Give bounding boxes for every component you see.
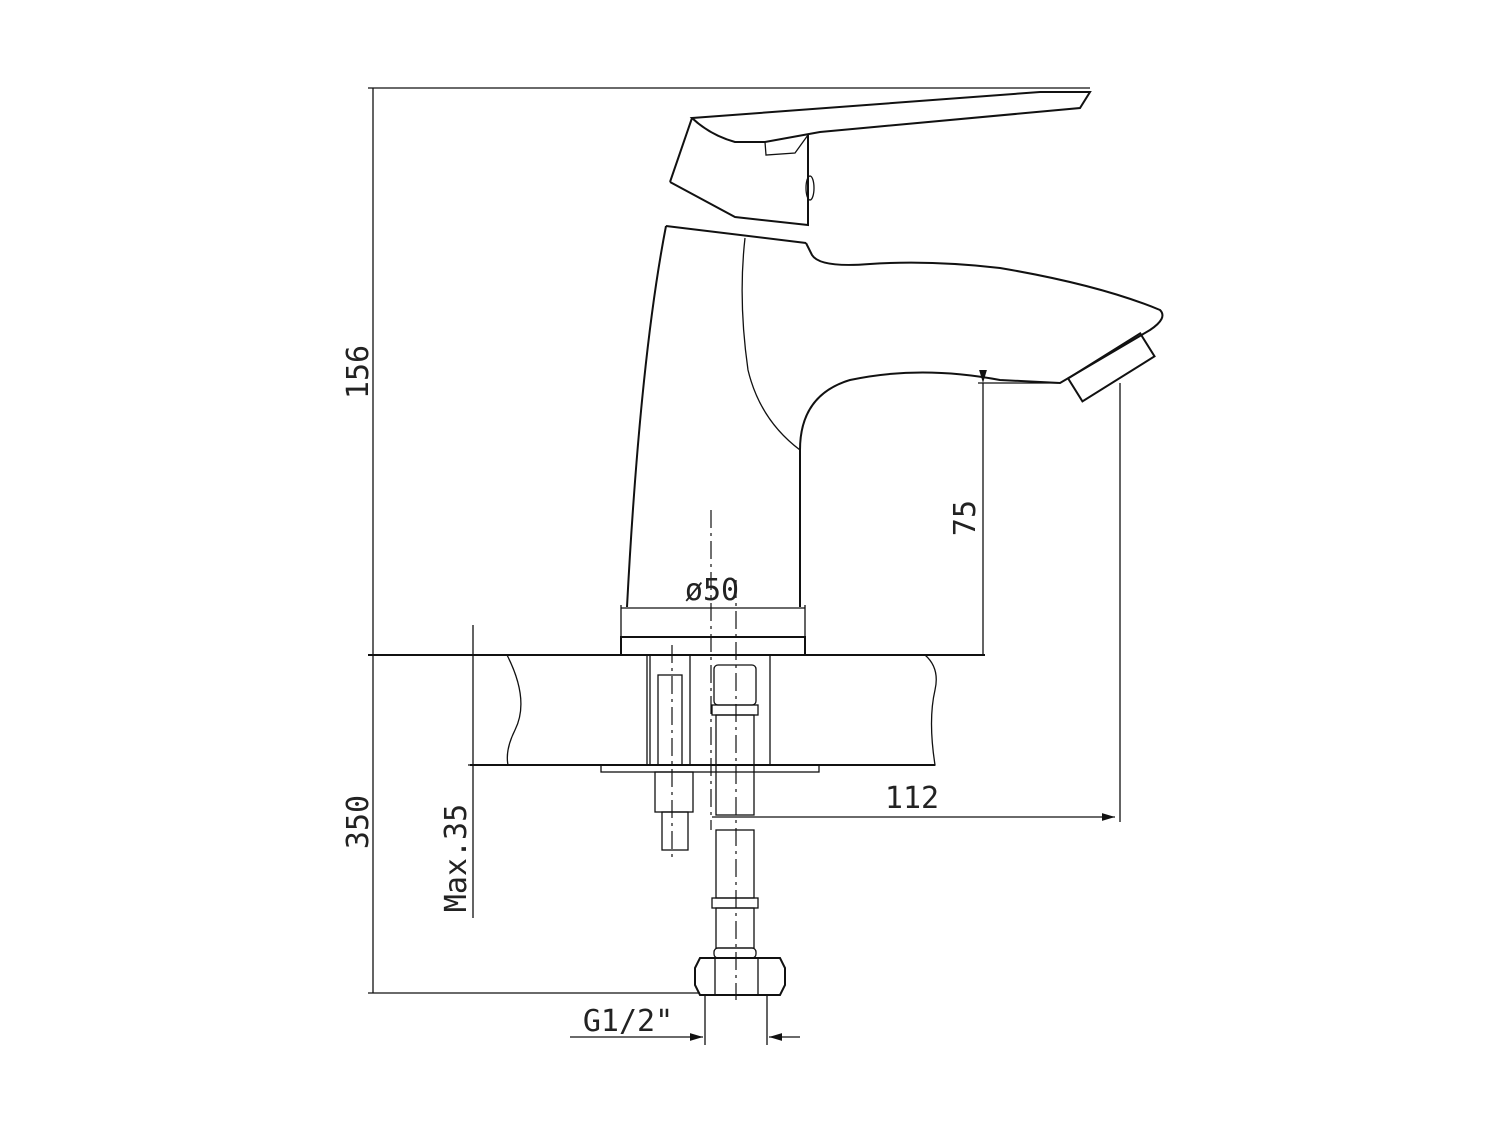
dim-max35-label: Max.35 bbox=[439, 804, 474, 912]
supply-hose bbox=[694, 664, 786, 996]
dim-75-label: 75 bbox=[948, 500, 983, 536]
dim-112-label: 112 bbox=[885, 781, 939, 816]
dim-156-label: 156 bbox=[341, 345, 376, 399]
dimension-lines bbox=[368, 87, 1121, 1045]
faucet-body bbox=[620, 91, 1164, 656]
dim-350-label: 350 bbox=[341, 795, 376, 849]
mounting-bolt bbox=[649, 654, 694, 851]
thread-label: G1/2" bbox=[583, 1004, 673, 1039]
countertop-section bbox=[368, 654, 985, 773]
dim-diameter-label: ø50 bbox=[685, 573, 739, 608]
